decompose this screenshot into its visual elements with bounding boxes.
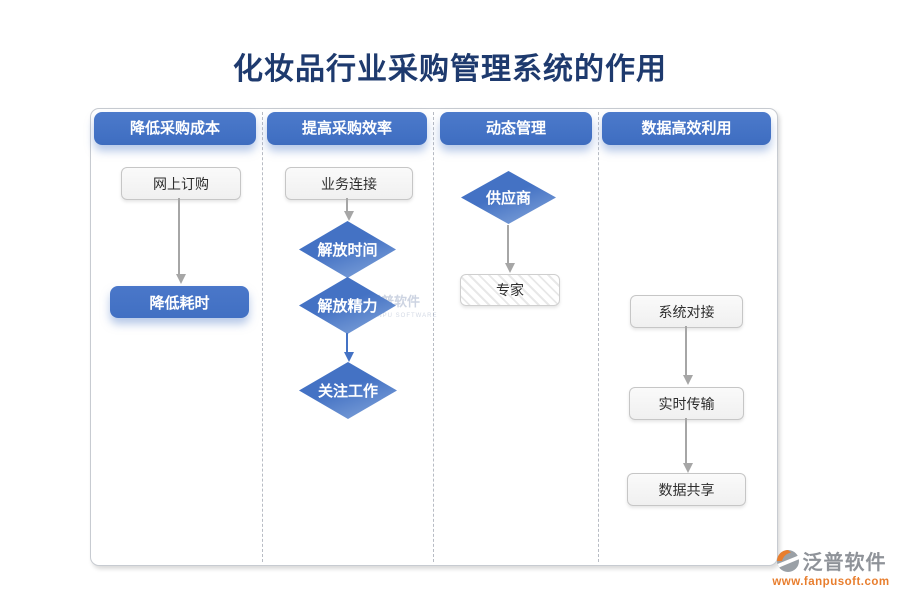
flow-arrow (176, 198, 186, 284)
page-title: 化妆品行业采购管理系统的作用 (233, 53, 667, 86)
column-header-data-utilization: 数据高效利用 (602, 112, 771, 145)
node-reduce-time-cost: 降低耗时 (110, 286, 249, 318)
node-business-connection: 业务连接 (285, 167, 413, 200)
flow-arrow (344, 198, 354, 221)
node-expert: 专家 (460, 274, 560, 306)
column-header-efficiency: 提高采购效率 (267, 112, 427, 145)
column-header-dynamic-management: 动态管理 (440, 112, 592, 145)
node-online-ordering: 网上订购 (121, 167, 241, 200)
flow-arrow (683, 326, 693, 385)
column-divider (262, 112, 263, 562)
column-header-cost-reduction: 降低采购成本 (94, 112, 256, 145)
node-system-integration: 系统对接 (630, 295, 743, 328)
fanpu-swirl-logo-icon (776, 549, 800, 573)
brand-name: 泛普软件 (802, 552, 887, 574)
node-realtime-transmission: 实时传输 (629, 387, 744, 420)
flow-arrow (505, 225, 515, 273)
brand-url: www.fanpusoft.com (772, 576, 890, 588)
node-data-sharing: 数据共享 (627, 473, 746, 506)
flow-arrow (683, 418, 693, 473)
column-divider (598, 112, 599, 562)
brand-block: 泛普软件 www.fanpusoft.com (770, 546, 892, 588)
flow-arrow-blue (344, 333, 354, 362)
column-divider (433, 112, 434, 562)
